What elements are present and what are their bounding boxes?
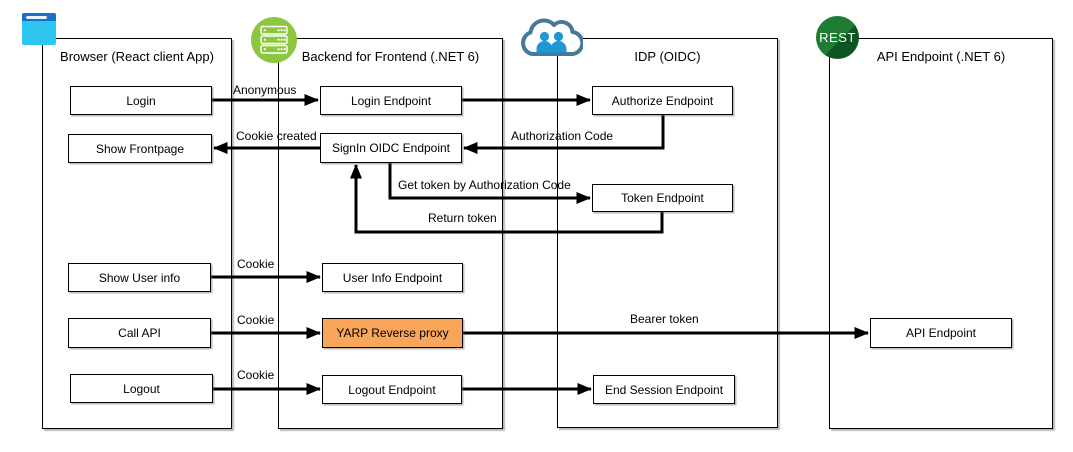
node-call-api: Call API xyxy=(68,318,211,348)
server-icon xyxy=(251,17,297,63)
edge-token-endpoint-to-signin-oidc xyxy=(350,164,664,234)
rest-badge-icon: REST xyxy=(816,16,859,59)
container-browser-title: Browser (React client App) xyxy=(60,49,214,64)
node-user-info-endpoint: User Info Endpoint xyxy=(322,263,463,292)
rest-badge-label: REST xyxy=(819,30,856,45)
edge-label-cookie-created: Cookie created xyxy=(236,129,317,143)
node-show-user-info: Show User info xyxy=(68,263,211,292)
cloud-users-icon xyxy=(519,14,585,62)
container-idp-title: IDP (OIDC) xyxy=(634,49,701,64)
node-login-endpoint: Login Endpoint xyxy=(320,86,462,115)
node-login: Login xyxy=(70,86,212,115)
node-logout: Logout xyxy=(70,374,213,403)
node-token-endpoint: Token Endpoint xyxy=(592,184,733,212)
edge-authorize-endpoint-to-signin-oidc xyxy=(463,115,665,154)
container-api-endpoint-title: API Endpoint (.NET 6) xyxy=(876,49,1006,64)
container-api-endpoint: API Endpoint (.NET 6) xyxy=(829,38,1053,429)
node-api-endpoint: API Endpoint xyxy=(870,318,1012,348)
node-show-frontpage: Show Frontpage xyxy=(68,134,212,163)
node-logout-endpoint: Logout Endpoint xyxy=(322,375,462,404)
edge-label-get-token-by-authorization-code: Get token by Authorization Code xyxy=(398,178,571,192)
node-end-session-endpoint: End Session Endpoint xyxy=(593,375,735,404)
node-yarp-reverse-proxy: YARP Reverse proxy xyxy=(322,318,463,348)
edge-label-cookie-call-api: Cookie xyxy=(237,313,275,327)
container-backend-for-frontend-title: Backend for Frontend (.NET 6) xyxy=(301,49,480,64)
edge-signin-oidc-to-token-endpoint xyxy=(388,163,591,204)
node-signin-oidc-endpoint: SignIn OIDC Endpoint xyxy=(320,133,462,163)
browser-icon-titlebar xyxy=(22,13,56,21)
edge-label-cookie-user-info: Cookie xyxy=(237,257,275,271)
browser-icon-addressbar xyxy=(26,15,47,19)
node-authorize-endpoint: Authorize Endpoint xyxy=(592,86,733,115)
edge-label-authorization-code: Authorization Code xyxy=(511,129,614,143)
edge-label-bearer-token: Bearer token xyxy=(630,312,699,326)
edge-label-anonymous: Anonymous xyxy=(233,83,297,97)
browser-window-icon xyxy=(22,13,56,45)
edge-label-return-token: Return token xyxy=(428,211,497,225)
edge-label-cookie-logout: Cookie xyxy=(237,368,275,382)
